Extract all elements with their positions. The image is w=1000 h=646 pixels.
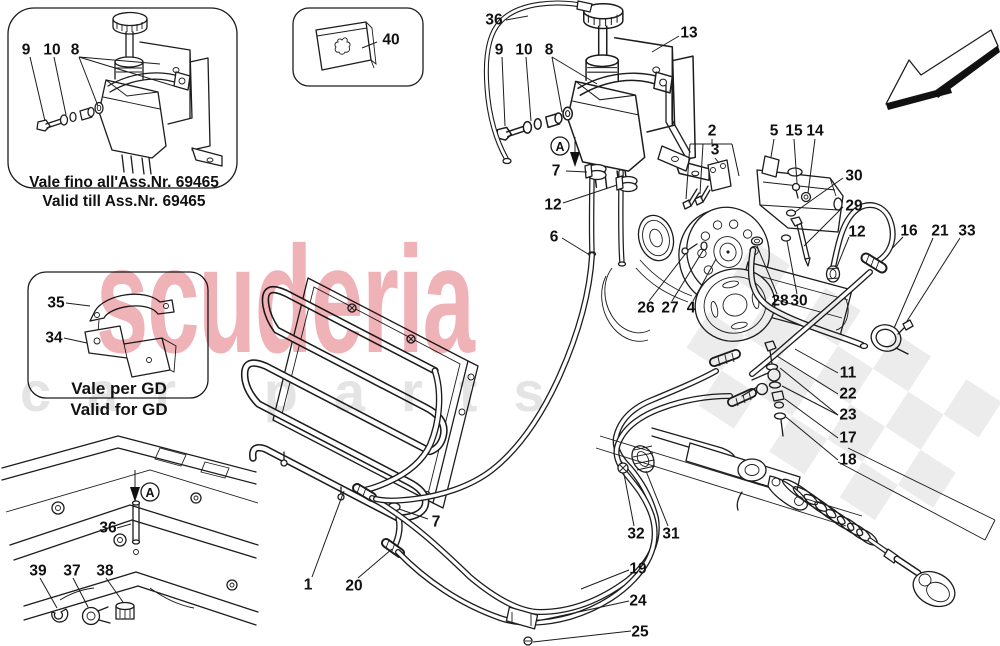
leader-lines-inset1: [29, 56, 175, 122]
inset-gd-box: [27, 271, 209, 399]
callout-22: 22: [839, 385, 857, 403]
validity-caption-line1: Vale fino all'Ass.Nr. 69465: [29, 174, 219, 191]
svg-text:A: A: [555, 140, 564, 154]
callout-19: 19: [629, 560, 647, 578]
grommet-38: [115, 601, 135, 620]
callout-39: 39: [29, 562, 47, 580]
hose-clamp-12: [615, 175, 638, 193]
callout-3: 3: [710, 141, 720, 159]
callout-9: 9: [494, 41, 504, 59]
validity-caption: Vale fino all'Ass.Nr. 69465 Valid till A…: [8, 173, 240, 212]
svg-text:A: A: [145, 486, 154, 500]
inset-logo-clip-box: [292, 7, 424, 87]
callout-1: 1: [303, 576, 313, 594]
validity-caption-line2: Valid till Ass.Nr. 69465: [42, 193, 206, 211]
callout-34: 34: [45, 329, 63, 347]
callout-13: 13: [680, 24, 698, 42]
callout-26: 26: [637, 299, 655, 317]
chassis-underside: A: [1, 435, 259, 626]
callout-28: 28: [771, 292, 789, 310]
callout-14: 14: [806, 122, 824, 140]
gd-caption-line2: Valid for GD: [70, 400, 168, 420]
callout-15: 15: [785, 122, 803, 140]
callout-31: 31: [662, 525, 680, 543]
callout-36: 36: [99, 519, 117, 537]
callout-16: 16: [900, 222, 918, 240]
view-marker-a-main: A: [550, 136, 580, 167]
inset-validity-box: [7, 7, 238, 189]
callout-35: 35: [47, 294, 65, 312]
callout-27: 27: [661, 299, 679, 317]
plug-5: [761, 155, 780, 178]
clip-39: [51, 608, 69, 623]
callout-21: 21: [931, 222, 949, 240]
direction-arrow-small: [570, 152, 580, 167]
callout-7: 7: [431, 513, 441, 531]
hydraulic-fluid-radiator: [240, 277, 479, 558]
gd-caption-line1: Vale per GD: [71, 379, 167, 398]
cooler-hoses: [369, 252, 733, 646]
hose-clamp-7: [584, 163, 607, 181]
callout-9: 9: [21, 41, 31, 59]
callout-10: 10: [515, 41, 533, 59]
grommet-31: [617, 445, 656, 474]
callout-40: 40: [382, 31, 400, 49]
tie-rod-end: [912, 570, 956, 608]
callout-38: 38: [96, 562, 114, 580]
grommet-12: [825, 265, 841, 283]
callout-20: 20: [345, 577, 363, 595]
callout-2: 2: [707, 122, 717, 140]
mount-plate-3: [707, 159, 732, 192]
hose-clamp-24: [505, 606, 539, 646]
callout-23: 23: [839, 406, 857, 424]
callout-32: 32: [627, 525, 645, 543]
gd-caption: Vale per GD Valid for GD: [28, 378, 210, 421]
callout-37: 37: [63, 562, 81, 580]
callout-24: 24: [629, 592, 647, 610]
callout-29: 29: [845, 197, 863, 215]
leader-lines-reservoir: [501, 15, 680, 255]
callout-10: 10: [43, 41, 61, 59]
callout-33: 33: [958, 222, 976, 240]
callout-12: 12: [544, 196, 562, 214]
view-marker-a-chassis: A: [130, 470, 160, 502]
callout-5: 5: [769, 122, 779, 140]
callout-36: 36: [485, 11, 503, 29]
callout-25: 25: [631, 623, 649, 641]
rack-bellows: [781, 478, 878, 546]
callout-12: 12: [848, 223, 866, 241]
direction-arrow: [885, 29, 1000, 110]
prancing-horse-icon: [334, 37, 351, 55]
callout-6: 6: [549, 228, 559, 246]
callout-7: 7: [551, 162, 561, 180]
pipe-clamp-21: [870, 319, 914, 355]
callout-8: 8: [544, 41, 554, 59]
callout-11: 11: [839, 364, 857, 382]
clip-37: [81, 606, 111, 626]
callout-8: 8: [70, 41, 80, 59]
callout-18: 18: [839, 451, 857, 469]
logo-clip: [315, 21, 372, 71]
callout-30: 30: [790, 292, 808, 310]
callout-17: 17: [839, 429, 857, 447]
callout-30: 30: [845, 167, 863, 185]
callout-4: 4: [686, 299, 696, 317]
